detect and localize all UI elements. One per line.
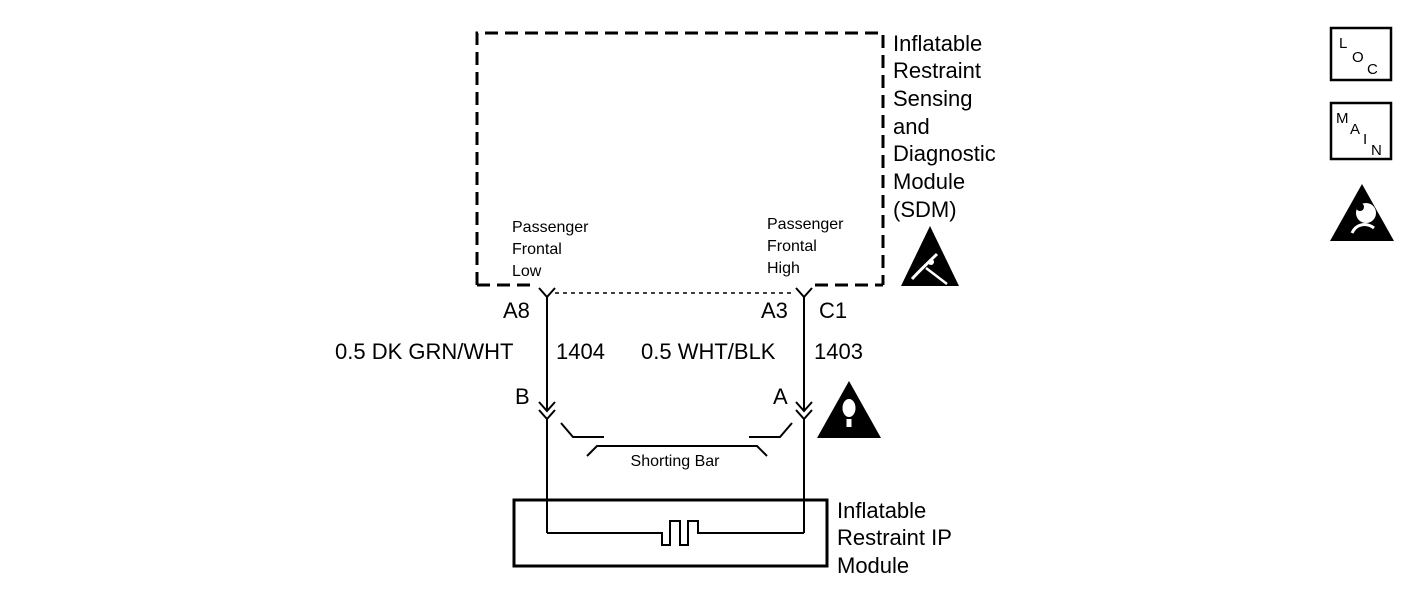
sdm-label: Inflatable Restraint Sensing and Diagnos… <box>893 31 1002 222</box>
svg-text:N: N <box>1371 142 1382 159</box>
circuit-number-left: 1404 <box>556 339 605 364</box>
pin-label-passenger-frontal-high: Passenger Frontal High <box>767 216 848 277</box>
shorting-bar <box>560 422 793 457</box>
wire-1403 <box>795 287 813 533</box>
sdm-pin-a8: A8 <box>503 298 530 323</box>
wire-spec-left: 0.5 DK GRN/WHT <box>335 339 513 364</box>
shorting-bar-label: Shorting Bar <box>631 453 721 470</box>
airbag-warning-icon[interactable] <box>1330 184 1394 241</box>
module-pin-b: B <box>515 384 530 409</box>
module-pin-a: A <box>773 384 788 409</box>
ip-module-box <box>512 498 829 568</box>
svg-text:O: O <box>1352 49 1364 66</box>
sdm-pin-a3: A3 <box>761 298 788 323</box>
svg-text:L: L <box>1339 35 1347 52</box>
svg-text:C: C <box>1367 61 1378 78</box>
esd-warning-icon <box>901 226 959 286</box>
sdm-connector-c1: C1 <box>819 298 847 323</box>
wire-1404 <box>538 287 556 533</box>
caution-warning-icon <box>817 381 881 438</box>
main-icon[interactable]: M A I N <box>1329 101 1393 161</box>
svg-text:I: I <box>1363 131 1367 148</box>
svg-text:A: A <box>1350 121 1360 138</box>
airbag-deployment-loop <box>547 520 804 546</box>
ip-module-label: Inflatable Restraint IP Module <box>837 498 958 578</box>
loc-icon[interactable]: L O C <box>1329 26 1393 82</box>
pin-label-passenger-frontal-low: Passenger Frontal Low <box>512 219 593 280</box>
sdm-module-box <box>475 31 885 294</box>
wire-spec-right: 0.5 WHT/BLK <box>641 339 776 364</box>
circuit-number-right: 1403 <box>814 339 863 364</box>
svg-text:M: M <box>1336 110 1349 127</box>
